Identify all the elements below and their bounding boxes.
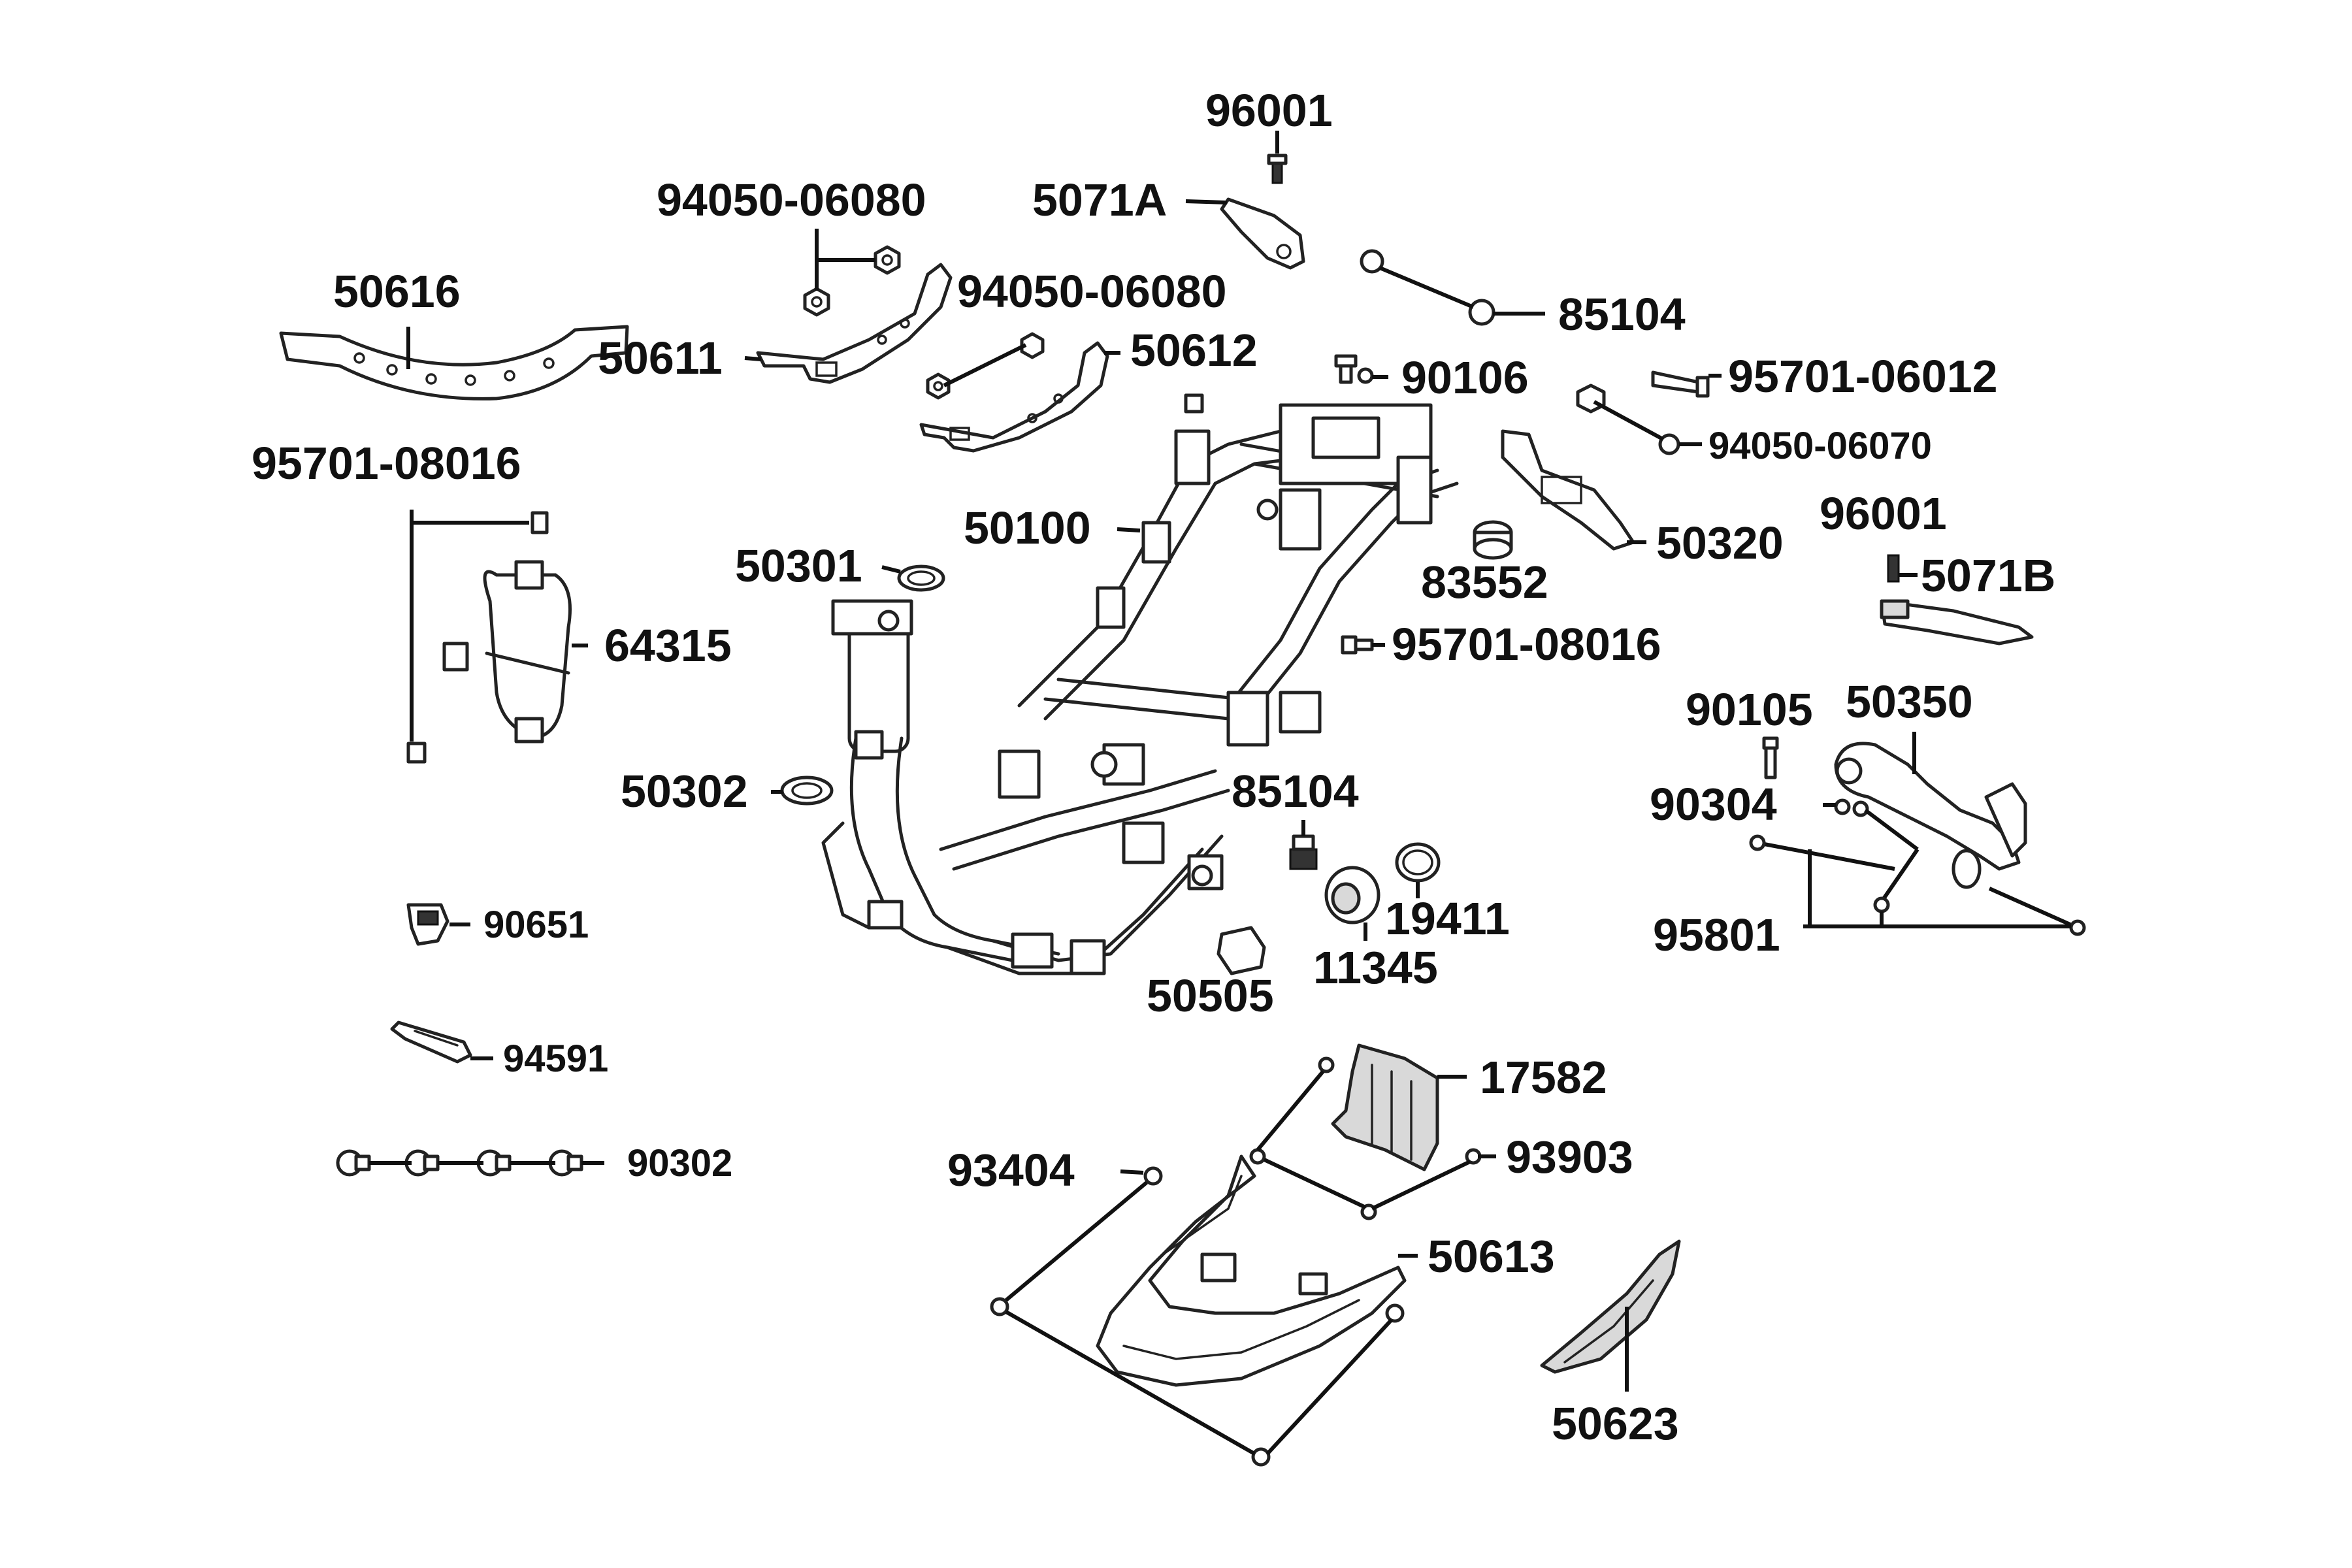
bushing-90304 bbox=[1834, 798, 1869, 817]
clip-85104-mid bbox=[1289, 834, 1318, 870]
bolt-95701-08016-left bbox=[406, 511, 549, 764]
nut-94050-06080-a2 bbox=[874, 245, 901, 275]
callout-50350: 50350 bbox=[1846, 676, 1973, 727]
nut-94050-06070 bbox=[1576, 384, 1680, 455]
bolt-90106 bbox=[1334, 354, 1374, 384]
screw-96001-right bbox=[1887, 554, 1900, 583]
callout-94591: 94591 bbox=[503, 1037, 608, 1080]
callout-93404: 93404 bbox=[947, 1145, 1075, 1196]
callout-96001-top: 96001 bbox=[1205, 85, 1333, 136]
part-50350-stand bbox=[1834, 742, 2027, 889]
callout-90651: 90651 bbox=[483, 904, 589, 946]
part-50505 bbox=[1217, 926, 1266, 975]
clamp-90651 bbox=[406, 903, 449, 946]
callout-96001-right: 96001 bbox=[1820, 488, 1947, 539]
callout-90105: 90105 bbox=[1686, 684, 1813, 735]
nut-94050-06080-b2 bbox=[1020, 332, 1045, 359]
callout-5071B: 5071B bbox=[1921, 550, 2055, 601]
clips-90302 bbox=[336, 1149, 583, 1177]
part-5071B-bracket bbox=[1880, 599, 2034, 645]
callout-90304: 90304 bbox=[1650, 779, 1777, 830]
callout-90106: 90106 bbox=[1401, 352, 1529, 403]
callout-11345: 11345 bbox=[1313, 942, 1438, 993]
screw-96001-top bbox=[1267, 154, 1288, 184]
screws-93404 bbox=[990, 1166, 1405, 1467]
callout-94050-06080-a: 94050-06080 bbox=[657, 174, 926, 225]
part-50613-floor-panel bbox=[1096, 1154, 1407, 1387]
boot-11345 bbox=[1324, 866, 1380, 924]
callout-5071A: 5071A bbox=[1032, 174, 1167, 225]
bearing-50302 bbox=[780, 776, 834, 806]
callout-50320: 50320 bbox=[1656, 517, 1784, 568]
part-64315-cage bbox=[442, 560, 572, 743]
callout-50616: 50616 bbox=[333, 266, 461, 317]
clip-85104-top bbox=[1360, 249, 1495, 326]
callout-50301: 50301 bbox=[735, 540, 862, 591]
strap-94591 bbox=[390, 1021, 472, 1064]
part-50100-main-frame bbox=[821, 403, 1459, 975]
callout-50623: 50623 bbox=[1552, 1398, 1679, 1449]
grommet-83552 bbox=[1473, 520, 1513, 560]
part-50611-bracket bbox=[756, 263, 953, 384]
screws-93903 bbox=[1249, 1056, 1482, 1220]
bearing-50301 bbox=[897, 564, 945, 592]
callout-83552: 83552 bbox=[1421, 557, 1548, 608]
part-5071A-bracket bbox=[1220, 197, 1305, 270]
pins-95801 bbox=[1749, 834, 2086, 936]
callout-95801: 95801 bbox=[1653, 909, 1780, 960]
callout-94050-06080-b: 94050-06080 bbox=[957, 266, 1227, 317]
callout-95701-06012: 95701-06012 bbox=[1728, 351, 1998, 402]
bolt-95701-06012 bbox=[1651, 370, 1710, 398]
bolt-small-top bbox=[1184, 393, 1204, 414]
leader-lines bbox=[406, 131, 2071, 1392]
part-50623-side-cover bbox=[1540, 1239, 1681, 1374]
callout-50611: 50611 bbox=[598, 333, 723, 384]
callout-50613: 50613 bbox=[1428, 1231, 1555, 1282]
bolt-95701-08016-mid bbox=[1341, 635, 1374, 655]
callout-95701-08016-mid: 95701-08016 bbox=[1392, 619, 1661, 670]
callout-50505: 50505 bbox=[1147, 970, 1274, 1021]
part-50320-bracket bbox=[1501, 429, 1635, 551]
callout-85104-mid: 85104 bbox=[1232, 766, 1359, 817]
callout-85104-top: 85104 bbox=[1558, 289, 1686, 340]
callout-50302: 50302 bbox=[621, 766, 748, 817]
callout-93903: 93903 bbox=[1506, 1132, 1633, 1183]
callout-50612: 50612 bbox=[1130, 325, 1258, 376]
bolt-90105 bbox=[1762, 736, 1779, 779]
callout-64315: 64315 bbox=[604, 620, 732, 671]
callout-95701-08016-left: 95701-08016 bbox=[252, 438, 521, 489]
band-19411 bbox=[1395, 842, 1441, 883]
nut-94050-06080-a bbox=[803, 287, 830, 317]
callout-90302: 90302 bbox=[627, 1142, 732, 1184]
part-17582-plate bbox=[1331, 1043, 1439, 1171]
callout-19411: 19411 bbox=[1385, 893, 1510, 944]
callout-94050-06070: 94050-06070 bbox=[1708, 425, 1932, 467]
nut-94050-06080-b bbox=[926, 372, 951, 400]
callout-17582: 17582 bbox=[1480, 1052, 1607, 1103]
part-50612-bracket bbox=[919, 341, 1109, 453]
part-50616-curved-bracket bbox=[279, 325, 629, 400]
callout-50100: 50100 bbox=[964, 502, 1091, 553]
